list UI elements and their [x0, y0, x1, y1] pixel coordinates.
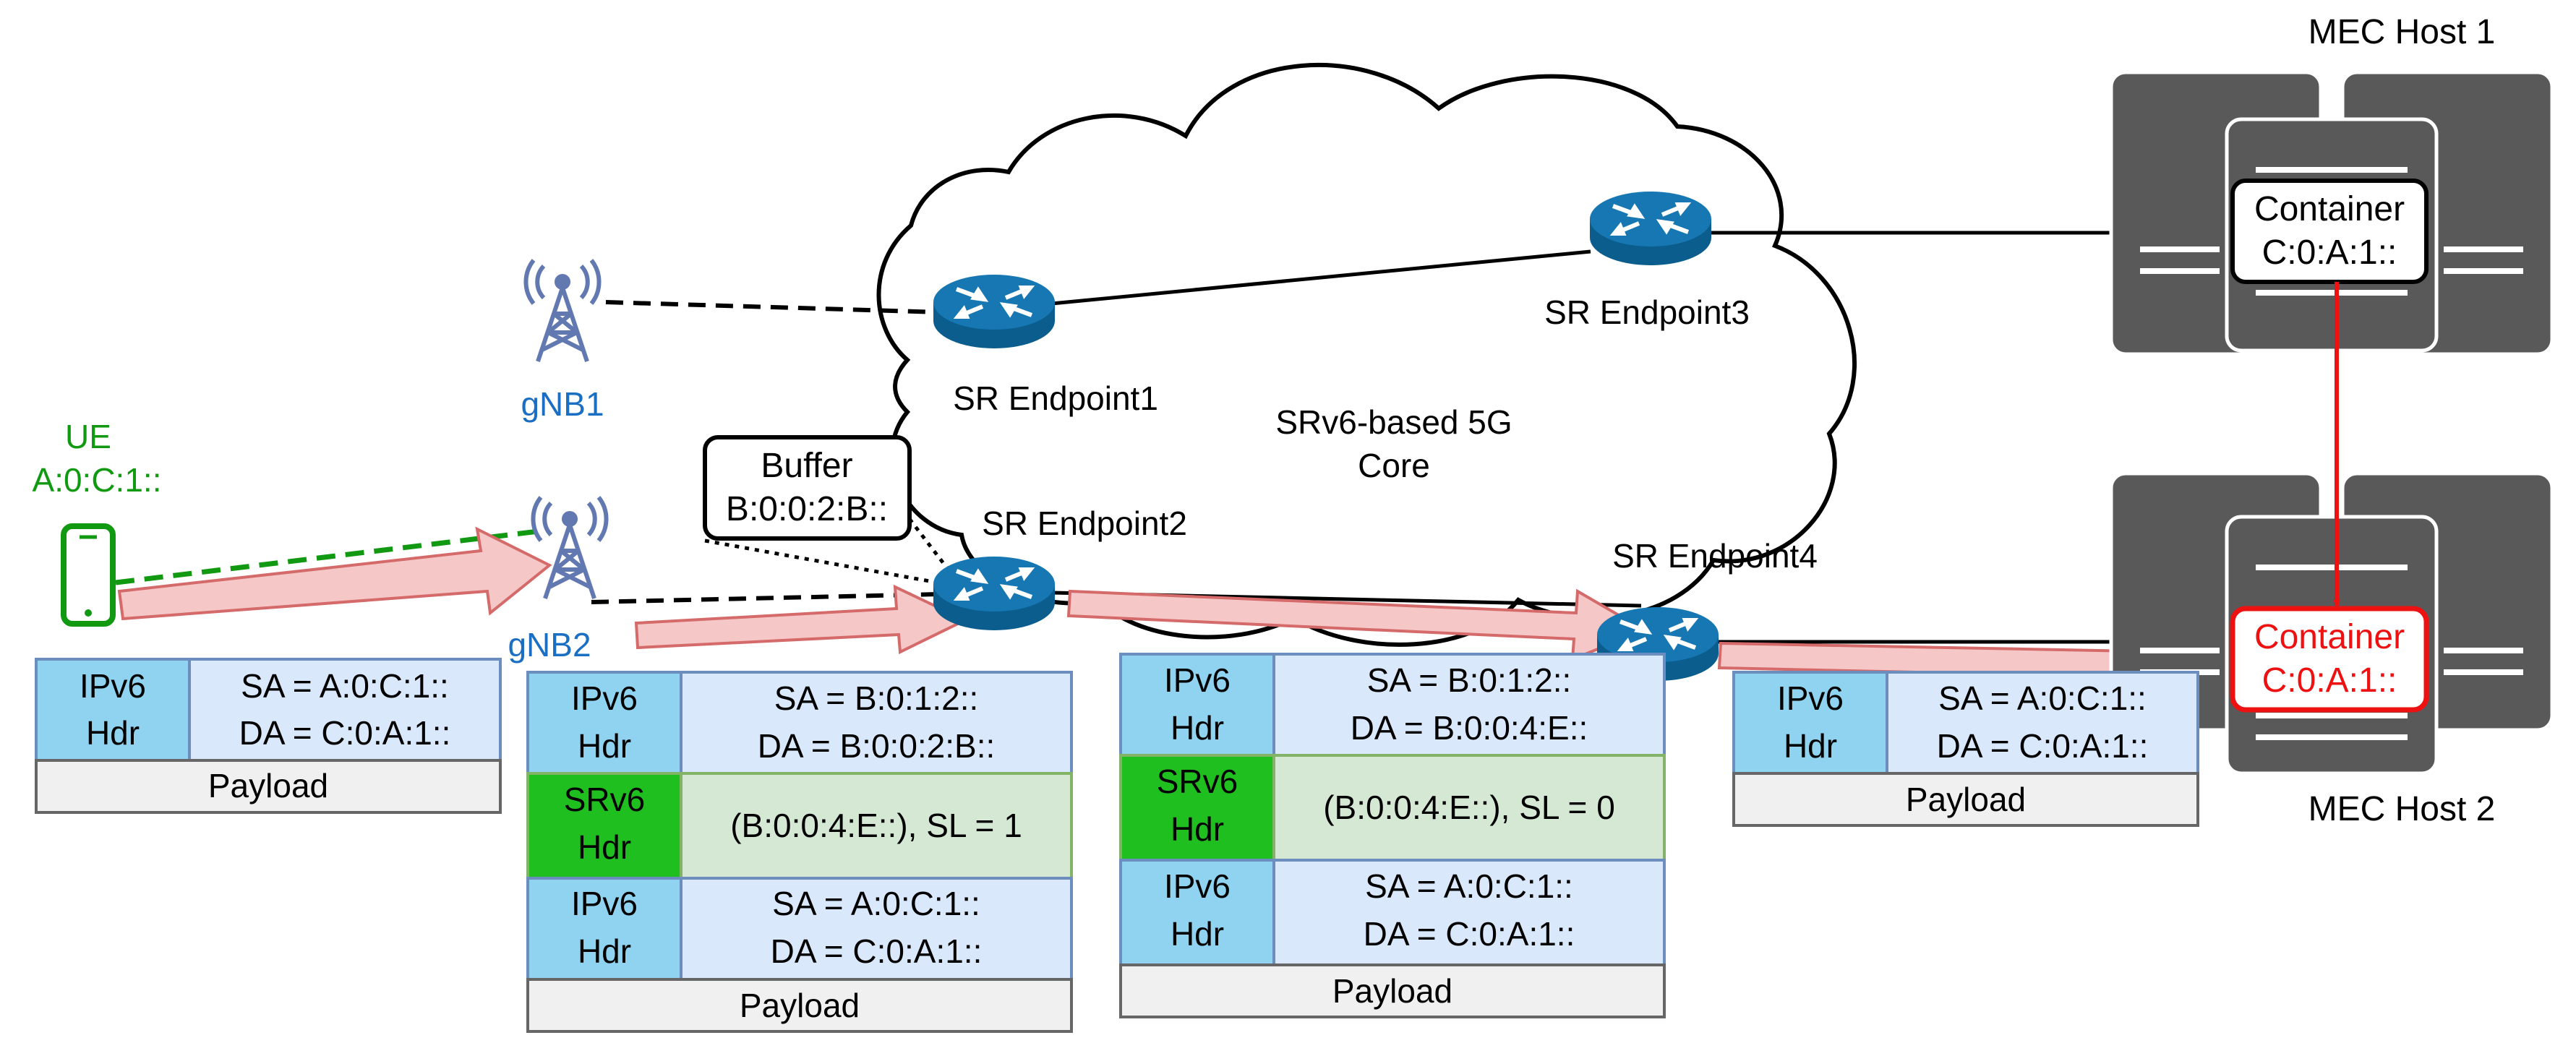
packet2-inner-da: DA = C:0:A:1::: [771, 932, 983, 970]
packet3-outer-sa: SA = B:0:1:2::: [1367, 661, 1572, 699]
packet3-outer-hdr1: IPv6: [1164, 661, 1231, 699]
packet2-srv6-segment: (B:0:0:4:E::), SL = 1: [730, 807, 1022, 844]
packet4-hdr-label2: Hdr: [1784, 727, 1837, 765]
ue-label: UE: [65, 418, 111, 455]
packet2-payload: Payload: [740, 987, 860, 1024]
links: [115, 231, 2118, 644]
container-mec2-label: Container: [2254, 618, 2405, 656]
arrow-ue-gnb2: [117, 526, 552, 621]
container-mec1[interactable]: Container C:0:A:1::: [2230, 179, 2429, 284]
packet1-hdr-label1: IPv6: [80, 667, 146, 705]
router-endpoint3-icon[interactable]: [1590, 192, 1711, 265]
sr-endpoint2-label: SR Endpoint2: [982, 505, 1187, 542]
gnb2-tower-icon[interactable]: [533, 497, 606, 598]
gnb2-label: gNB2: [508, 626, 591, 664]
ue-phone-icon[interactable]: [61, 523, 116, 627]
sr-endpoint3-label: SR Endpoint3: [1544, 293, 1750, 331]
mec-host2-label: MEC Host 2: [2308, 790, 2496, 828]
packet3-outer-da: DA = B:0:0:4:E::: [1351, 709, 1588, 747]
buffer-box[interactable]: Buffer B:0:0:2:B::: [703, 435, 912, 541]
packet3-inner-hdr1: IPv6: [1164, 867, 1231, 905]
sr-endpoint1-label: SR Endpoint1: [953, 379, 1158, 417]
router-endpoint1-icon[interactable]: [933, 275, 1055, 348]
packet3-inner-sa: SA = A:0:C:1::: [1365, 867, 1573, 905]
packet3-outer-hdr2: Hdr: [1171, 709, 1224, 747]
core-label-line1: SRv6-based 5G: [1275, 403, 1512, 441]
packet-1: IPv6 Hdr SA = A:0:C:1:: DA = C:0:A:1:: P…: [35, 658, 502, 814]
packet2-outer-sa: SA = B:0:1:2::: [774, 679, 979, 717]
packet-4: IPv6 Hdr SA = A:0:C:1:: DA = C:0:A:1:: P…: [1732, 671, 2199, 827]
packet3-srv6-hdr2: Hdr: [1171, 810, 1224, 848]
packet4-sa: SA = A:0:C:1::: [1938, 679, 2147, 717]
mec-host1-label: MEC Host 1: [2308, 13, 2496, 51]
packet4-hdr-label1: IPv6: [1777, 679, 1844, 717]
arrow-gnb2-ep2: [634, 584, 969, 655]
packet1-payload: Payload: [208, 767, 328, 804]
sr-endpoint4-label: SR Endpoint4: [1612, 537, 1818, 575]
packet2-inner-sa: SA = A:0:C:1::: [772, 885, 980, 922]
ue-address: A:0:C:1::: [33, 461, 162, 499]
packet2-inner-hdr2: Hdr: [578, 932, 631, 970]
packet2-outer-da: DA = B:0:0:2:B::: [758, 727, 996, 765]
packet2-outer-hdr1: IPv6: [571, 679, 638, 717]
packet3-inner-hdr2: Hdr: [1171, 915, 1224, 953]
packet2-inner-hdr1: IPv6: [571, 885, 638, 922]
router-endpoint2-icon[interactable]: [933, 557, 1055, 630]
packet2-srv6-hdr1: SRv6: [564, 781, 645, 818]
packet3-inner-da: DA = C:0:A:1::: [1364, 915, 1575, 953]
packet1-hdr-label2: Hdr: [86, 714, 140, 752]
container-mec2-address: C:0:A:1::: [2262, 661, 2397, 700]
packet3-srv6-hdr1: SRv6: [1157, 763, 1238, 800]
buffer-address: B:0:0:2:B::: [726, 490, 888, 528]
container-mec2[interactable]: Container C:0:A:1::: [2230, 606, 2429, 713]
container-mec1-label: Container: [2254, 190, 2405, 228]
packet4-payload: Payload: [1906, 781, 2026, 818]
packet1-da: DA = C:0:A:1::: [239, 714, 451, 752]
forwarding-arrows: [117, 526, 2245, 703]
packet2-srv6-hdr2: Hdr: [578, 828, 631, 866]
packet2-outer-hdr2: Hdr: [578, 727, 631, 765]
packet3-payload: Payload: [1332, 972, 1452, 1010]
gnb1-tower-icon[interactable]: [526, 260, 599, 361]
packet1-sa: SA = A:0:C:1::: [241, 667, 449, 705]
container-mec1-address: C:0:A:1::: [2262, 233, 2397, 272]
buffer-label: Buffer: [761, 447, 852, 485]
packet3-srv6-segment: (B:0:0:4:E::), SL = 0: [1323, 789, 1615, 826]
packet-2: IPv6 Hdr SA = B:0:1:2:: DA = B:0:0:2:B::…: [526, 671, 1073, 1033]
packet-3: IPv6 Hdr SA = B:0:1:2:: DA = B:0:0:4:E::…: [1119, 653, 1666, 1018]
packet4-da: DA = C:0:A:1::: [1937, 727, 2149, 765]
core-label-line2: Core: [1358, 447, 1430, 484]
gnb1-label: gNB1: [521, 385, 604, 423]
